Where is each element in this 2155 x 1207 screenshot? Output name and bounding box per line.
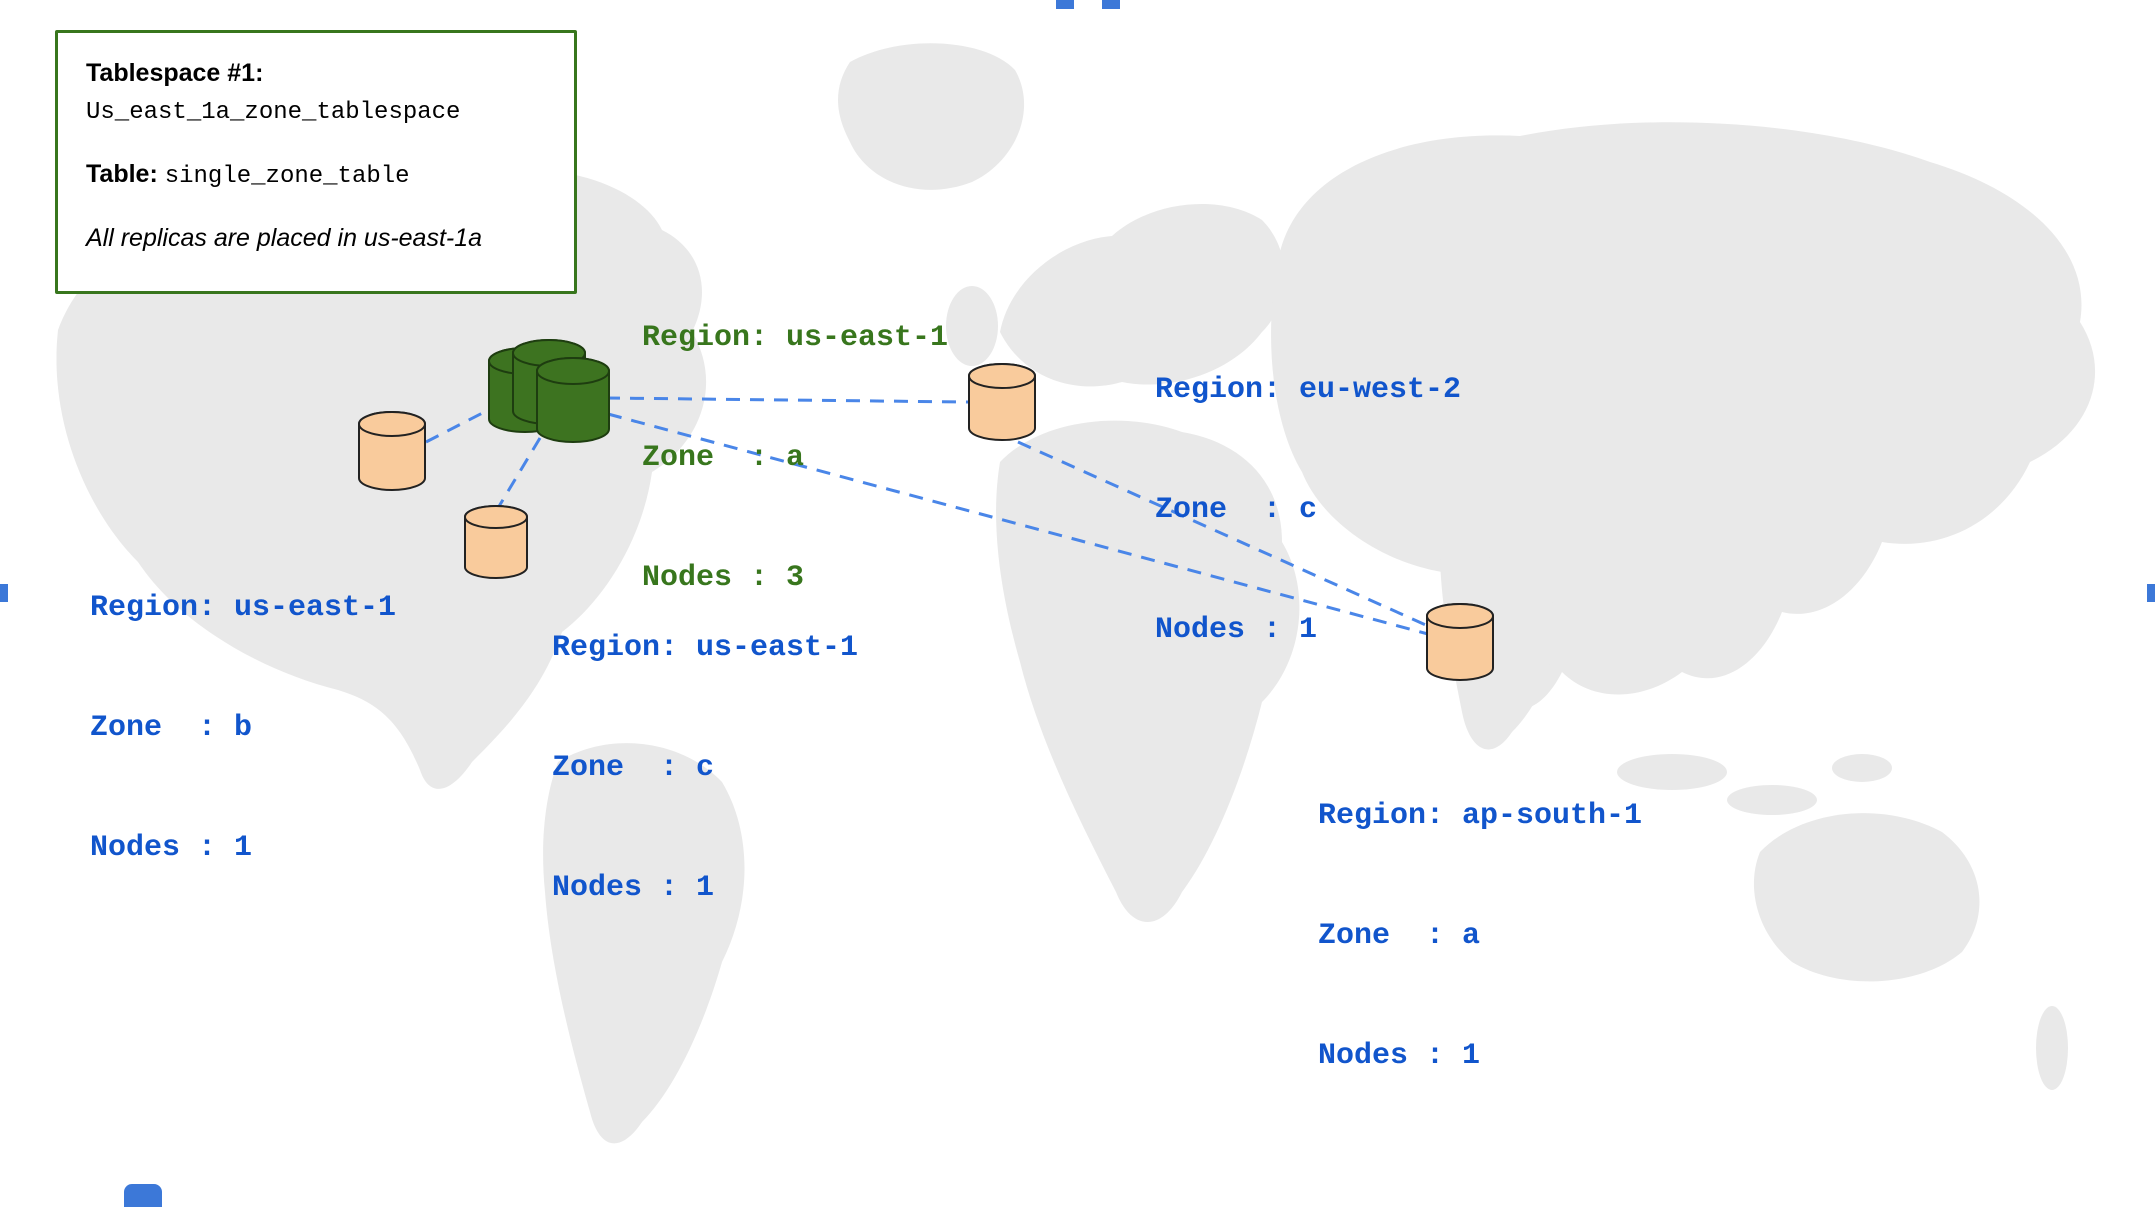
link-1a-apsouth: [607, 412, 1429, 636]
node-label-us-east-1a: Region: us-east-1 Zone : a Nodes : 3: [642, 238, 948, 678]
edge-artifact-icon: [1102, 0, 1120, 9]
db-cylinder-ap-south-1: [1426, 603, 1494, 681]
zone-line: Zone : a: [1318, 919, 1481, 953]
node-label-us-east-1c: Region: us-east-1 Zone : c Nodes : 1: [552, 548, 858, 988]
region-line: Region: ap-south-1: [1318, 799, 1643, 833]
nodes-line: Nodes : 1: [552, 871, 715, 905]
nodes-line: Nodes : 1: [1155, 613, 1318, 647]
edge-artifact-icon: [124, 1184, 162, 1207]
link-1a-1b: [425, 402, 501, 444]
db-cylinder-us-east-1c: [464, 505, 528, 579]
nodes-line: Nodes : 3: [642, 561, 805, 595]
zone-line: Zone : a: [642, 441, 805, 475]
region-line: Region: us-east-1: [90, 591, 397, 625]
link-1a-1c: [496, 437, 542, 509]
edge-artifact-icon: [2147, 584, 2155, 602]
tablespace-info-box: Tablespace #1: Us_east_1a_zone_tablespac…: [55, 30, 577, 294]
zone-line: Zone : c: [552, 751, 715, 785]
tablespace-title: Tablespace #1:: [86, 59, 264, 87]
region-line: Region: us-east-1: [552, 631, 859, 665]
node-label-us-east-1b: Region: us-east-1 Zone : b Nodes : 1: [90, 508, 396, 948]
node-label-ap-south-1: Region: ap-south-1 Zone : a Nodes : 1: [1318, 716, 1642, 1156]
zone-line: Zone : b: [90, 711, 253, 745]
edge-artifact-icon: [0, 584, 8, 602]
nodes-line: Nodes : 1: [90, 831, 253, 865]
edge-artifact-icon: [1056, 0, 1074, 9]
db-cylinder-green-3: [536, 357, 610, 443]
nodes-line: Nodes : 1: [1318, 1039, 1481, 1073]
node-label-eu-west-2: Region: eu-west-2 Zone : c Nodes : 1: [1155, 290, 1461, 730]
region-line: Region: us-east-1: [642, 321, 949, 355]
region-line: Region: eu-west-2: [1155, 373, 1462, 407]
table-name: single_zone_table: [164, 163, 410, 190]
link-1a-euwest: [605, 396, 969, 404]
db-cylinder-us-east-1b: [358, 411, 426, 491]
zone-line: Zone : c: [1155, 493, 1318, 527]
tablespace-name: Us_east_1a_zone_tablespace: [86, 99, 461, 126]
table-label: Table:: [86, 160, 158, 188]
link-euwest-apsouth: [1017, 440, 1429, 628]
replica-note: All replicas are placed in us-east-1a: [86, 224, 483, 252]
db-cylinder-eu-west-2: [968, 363, 1036, 441]
db-cluster-us-east-1a: [486, 336, 622, 448]
